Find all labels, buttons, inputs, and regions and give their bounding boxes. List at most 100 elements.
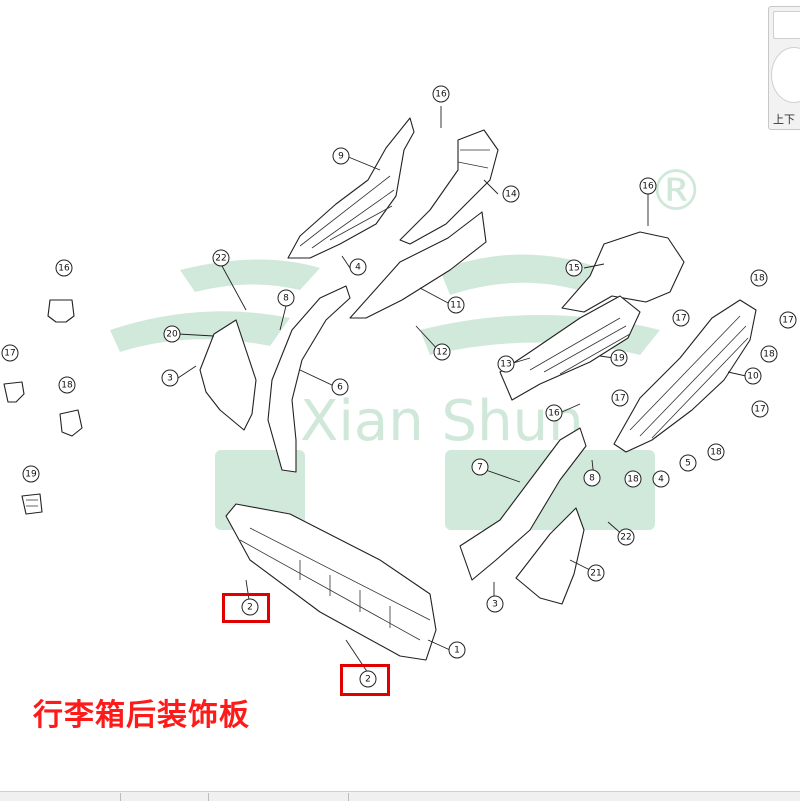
- callout-c9: 9: [332, 147, 350, 165]
- svg-text:3: 3: [167, 374, 173, 384]
- svg-text:16: 16: [435, 90, 447, 100]
- part-20: [199, 319, 257, 431]
- callout-c16b: 16: [55, 259, 73, 277]
- svg-text:21: 21: [590, 569, 601, 579]
- callout-c17d: 17: [611, 389, 629, 407]
- svg-text:8: 8: [589, 474, 595, 484]
- svg-text:18: 18: [763, 350, 775, 360]
- callout-c10: 10: [744, 367, 762, 385]
- callout-c2a: 2: [241, 598, 259, 616]
- svg-text:3: 3: [492, 600, 498, 610]
- svg-text:19: 19: [25, 470, 37, 480]
- svg-text:11: 11: [450, 301, 461, 311]
- callout-c15: 15: [565, 259, 583, 277]
- callout-c14: 14: [502, 185, 520, 203]
- map-navigation-widget[interactable]: 上下: [768, 6, 800, 130]
- callout-c17c: 17: [672, 309, 690, 327]
- callout-c16d: 16: [545, 404, 563, 422]
- part-6: [267, 285, 351, 473]
- part-9: [287, 117, 415, 259]
- tab-1[interactable]: [0, 793, 121, 801]
- svg-text:18: 18: [61, 381, 73, 391]
- pan-control-icon[interactable]: [771, 47, 800, 103]
- svg-text:17: 17: [4, 349, 15, 359]
- watermark-latin: Xian Shun: [300, 389, 584, 454]
- svg-text:17: 17: [675, 314, 686, 324]
- highlight-box-right: [340, 664, 390, 696]
- svg-text:9: 9: [338, 152, 344, 162]
- callout-c6: 6: [331, 378, 349, 396]
- svg-text:8: 8: [283, 294, 289, 304]
- callout-c21: 21: [587, 564, 605, 582]
- svg-text:17: 17: [614, 394, 625, 404]
- svg-text:4: 4: [658, 475, 664, 485]
- svg-text:13: 13: [500, 360, 511, 370]
- callout-c8b: 8: [583, 469, 601, 487]
- svg-text:12: 12: [436, 348, 447, 358]
- callout-c1: 1: [448, 641, 466, 659]
- fastener-19-left: [21, 493, 43, 515]
- callout-c17a: 17: [1, 344, 19, 362]
- callout-c2b: 2: [359, 670, 377, 688]
- svg-text:17: 17: [782, 316, 793, 326]
- callout-c20: 20: [163, 325, 181, 343]
- callout-c18d: 18: [624, 470, 642, 488]
- part-15: [561, 231, 685, 313]
- svg-text:18: 18: [627, 475, 639, 485]
- nav-direction-label[interactable]: 上下: [773, 113, 795, 126]
- highlight-box-left: [222, 593, 270, 623]
- fastener-17-left: [3, 381, 25, 403]
- svg-text:22: 22: [215, 254, 226, 264]
- svg-text:10: 10: [747, 372, 759, 382]
- callout-c18b: 18: [750, 269, 768, 287]
- diagram-caption: 行李箱后装饰板: [33, 698, 250, 733]
- svg-text:15: 15: [568, 264, 579, 274]
- svg-text:19: 19: [613, 354, 625, 364]
- callout-c7: 7: [471, 458, 489, 476]
- callout-c19b: 19: [610, 349, 628, 367]
- callout-c18e: 18: [707, 443, 725, 461]
- callout-c8a: 8: [277, 289, 295, 307]
- svg-text:18: 18: [710, 448, 722, 458]
- svg-text:6: 6: [337, 383, 343, 393]
- callout-c22a: 22: [212, 249, 230, 267]
- callout-c11: 11: [447, 296, 465, 314]
- tab-3[interactable]: [208, 793, 349, 801]
- callout-c13: 13: [497, 355, 515, 373]
- svg-text:4: 4: [355, 263, 361, 273]
- svg-text:16: 16: [642, 182, 654, 192]
- callout-c3a: 3: [161, 369, 179, 387]
- callout-c4b: 4: [652, 470, 670, 488]
- callout-c17b: 17: [779, 311, 797, 329]
- tab-2[interactable]: [120, 793, 209, 801]
- svg-text:20: 20: [166, 330, 178, 340]
- svg-text:14: 14: [505, 190, 517, 200]
- part-10: [613, 299, 757, 453]
- svg-text:16: 16: [58, 264, 70, 274]
- callout-c22b: 22: [617, 528, 635, 546]
- svg-text:17: 17: [754, 405, 765, 415]
- part-14: [399, 129, 499, 245]
- svg-text:1: 1: [454, 646, 460, 656]
- part-1: [225, 503, 437, 661]
- callout-c16c: 16: [639, 177, 657, 195]
- fastener-16-left: [47, 299, 75, 323]
- callout-c3b: 3: [486, 595, 504, 613]
- svg-text:22: 22: [620, 533, 631, 543]
- callout-c18c: 18: [760, 345, 778, 363]
- fastener-18-left: [59, 409, 83, 437]
- watermark-registered: ®: [648, 159, 704, 224]
- bottom-tab-bar: [0, 791, 800, 801]
- svg-text:5: 5: [685, 459, 691, 469]
- callout-c17e: 17: [751, 400, 769, 418]
- callout-c12: 12: [433, 343, 451, 361]
- part-11: [349, 211, 487, 319]
- callout-c16a: 16: [432, 85, 450, 103]
- zoom-tile-icon[interactable]: [773, 11, 800, 39]
- callout-c4a: 4: [349, 258, 367, 276]
- part-13: [499, 295, 641, 401]
- svg-text:7: 7: [477, 463, 483, 473]
- svg-text:2: 2: [365, 675, 371, 685]
- callout-labels: 1691441122820361216171819221161518171713…: [1, 85, 797, 688]
